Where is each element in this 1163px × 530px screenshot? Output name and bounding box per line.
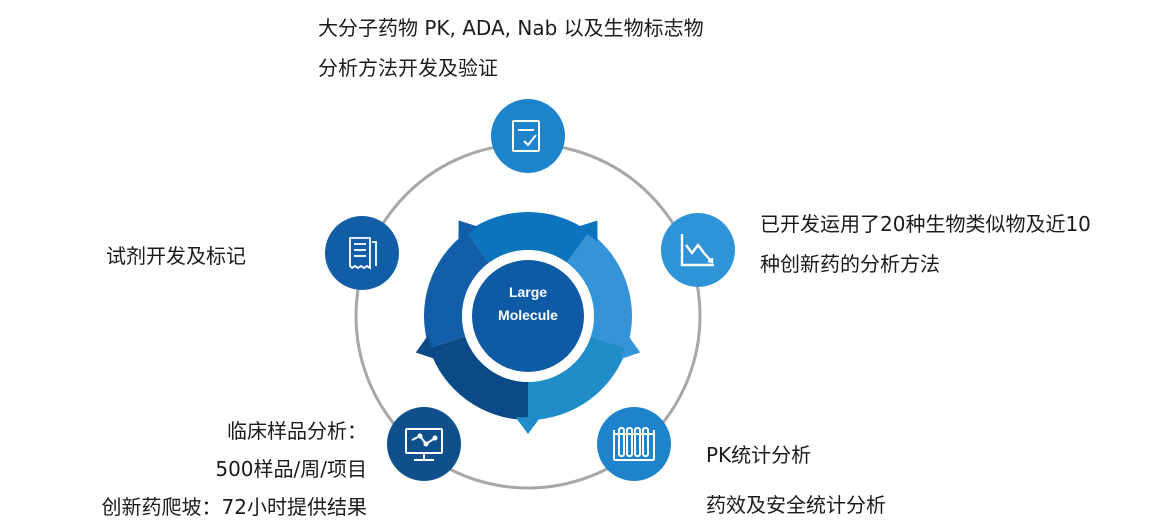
node-bottom-left [387,407,461,481]
document-list-icon [349,237,377,270]
segment-arrow-tip [515,417,541,434]
label-bottom-left-line2: 500样品/周/项目 [215,457,367,481]
segment-top [466,212,590,263]
segment-left [424,231,490,349]
clipboard-check-icon [512,120,540,152]
label-bottom-left-line1: 临床样品分析： [227,419,367,443]
label-top-line2: 分析方法开发及验证 [318,56,498,80]
node-bottom-right [597,407,671,481]
label-top: 大分子药物 PK, ADA, Nab 以及生物标志物 分析方法开发及验证 [318,8,704,88]
label-bottom-right-line2: 药效及安全统计分析 [706,493,886,517]
label-bottom-left-line3: 创新药爬坡：72小时提供结果 [101,495,367,519]
node-right-top [661,213,735,287]
center-label-line1: Large [509,284,547,300]
segment-bottom-right [528,336,627,420]
label-top-line1: 大分子药物 PK, ADA, Nab 以及生物标志物 [318,16,704,40]
label-right-top: 已开发运用了20种生物类似物及近10 种创新药的分析方法 [760,204,1091,284]
label-bottom-right-line1: PK统计分析 [706,443,812,467]
label-bottom-right: PK统计分析 药效及安全统计分析 [706,430,886,530]
monitor-network-icon [405,428,443,461]
donut-segments [415,212,641,434]
segment-bottom-left [429,336,528,420]
label-right-top-line2: 种创新药的分析方法 [760,252,940,276]
node-top [491,99,565,173]
label-left-line1: 试剂开发及标记 [106,244,246,268]
label-right-top-line1: 已开发运用了20种生物类似物及近10 [760,212,1091,236]
segment-right [566,231,632,349]
node-left [325,216,399,290]
segment-arrow-tip [415,335,436,360]
segment-arrow-tip [620,335,641,360]
label-bottom-left: 临床样品分析： 500样品/周/项目 创新药爬坡：72小时提供结果 [102,412,367,526]
center-label-line2: Molecule [498,307,558,323]
center-circle [472,260,584,372]
test-tubes-icon [613,427,655,461]
label-left: 试剂开发及标记 [106,236,246,276]
declining-chart-icon [680,234,714,267]
segment-arrow-tip [577,220,598,242]
